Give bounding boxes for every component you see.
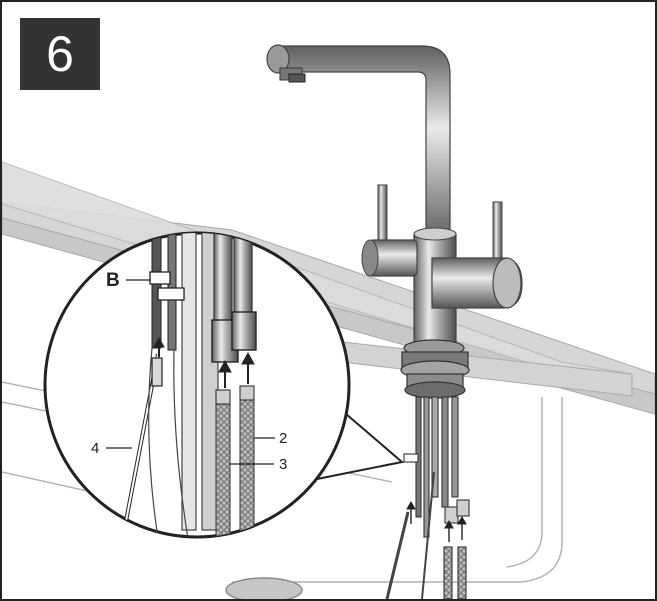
faucet [266,44,523,399]
hoses-below-counter [385,396,470,599]
connection-arrows [153,336,255,388]
detail-magnifier: B 2 3 4 [43,231,351,539]
callout-b-label: B [106,270,120,291]
callout-leaders [106,279,275,465]
step-number-badge: 6 [20,18,100,90]
callout-3-label: 3 [279,456,287,473]
callout-4-label: 4 [91,440,99,457]
small-arrows [406,500,467,542]
callout-2-label: 2 [279,430,287,447]
